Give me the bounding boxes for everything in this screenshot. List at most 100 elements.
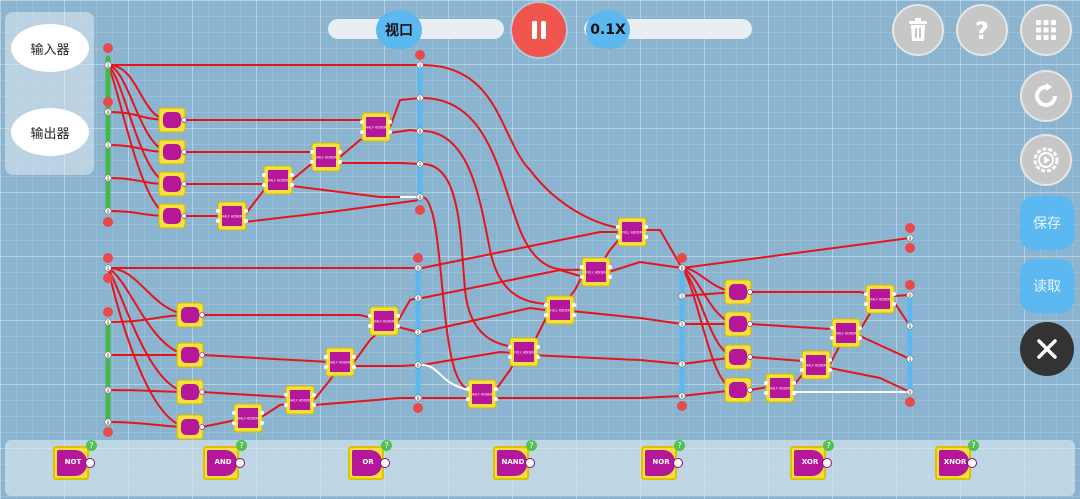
output-pin xyxy=(673,458,683,468)
help-button[interactable]: ? xyxy=(956,4,1008,56)
wire xyxy=(107,267,189,316)
or-gate-icon xyxy=(352,450,382,476)
output-pin xyxy=(312,393,316,397)
wire xyxy=(421,231,620,269)
gate-help-badge[interactable]: ? xyxy=(526,440,537,451)
adder-label: HALF ADDER xyxy=(472,393,493,397)
adder-label: HALF ADDER xyxy=(222,215,243,219)
settings-button[interactable] xyxy=(1020,134,1072,186)
pin-label: 1 xyxy=(681,294,684,300)
wire xyxy=(421,130,546,305)
grid-icon xyxy=(1036,20,1056,40)
output-pin xyxy=(199,424,205,430)
gate-help-badge[interactable]: ? xyxy=(968,440,979,451)
wire xyxy=(107,389,189,393)
io-pin xyxy=(414,264,422,272)
output-button[interactable]: 输出器 xyxy=(11,108,89,156)
input-pin xyxy=(232,421,236,425)
adder-label: HALF ADDER xyxy=(316,156,337,160)
pin-label: 1 xyxy=(107,63,110,69)
output-pin xyxy=(747,321,753,327)
adder-label: HALF ADDER xyxy=(870,298,891,302)
xor-gate-icon xyxy=(729,284,747,300)
delete-button[interactable] xyxy=(892,4,944,56)
io-pin xyxy=(104,351,112,359)
io-pin xyxy=(906,355,914,363)
io-pin xyxy=(414,294,422,302)
adder-core xyxy=(366,117,386,137)
output-pin xyxy=(199,352,205,358)
add-pin-icon xyxy=(103,97,113,107)
input-pin xyxy=(284,393,288,397)
output-pin xyxy=(244,209,248,213)
gate-label: NOT xyxy=(64,458,82,466)
add-pin-icon xyxy=(103,253,113,263)
gear-play-icon xyxy=(1033,147,1059,173)
load-button[interactable]: 读取 xyxy=(1020,259,1074,313)
gate-help-badge[interactable]: ? xyxy=(674,440,685,451)
palette-or-gate[interactable]: OR ? xyxy=(348,440,392,482)
io-pin xyxy=(104,108,112,116)
input-button[interactable]: 输入器 xyxy=(11,24,89,72)
output-pin xyxy=(644,235,648,239)
menu-button[interactable] xyxy=(1020,4,1072,56)
xor-gate-icon xyxy=(729,349,747,365)
output-pin xyxy=(494,397,498,401)
input-pin xyxy=(830,326,834,330)
wire xyxy=(421,163,516,348)
output-pin xyxy=(181,181,187,187)
palette-nand-gate[interactable]: NAND ? xyxy=(493,440,537,482)
adder-label: FULL ADDER xyxy=(586,271,607,275)
input-pin xyxy=(324,355,328,359)
io-pin xyxy=(414,328,422,336)
output-pin xyxy=(199,312,205,318)
wire xyxy=(202,314,385,322)
input-pin xyxy=(616,235,620,239)
gate-help-badge[interactable]: ? xyxy=(86,440,97,451)
palette-xnor-gate[interactable]: XNOR ? xyxy=(935,440,979,482)
view-slider-knob[interactable]: 视口 xyxy=(376,11,422,49)
io-pin xyxy=(906,322,914,330)
refresh-icon xyxy=(1035,83,1057,107)
io-pin xyxy=(906,234,914,242)
palette-and-gate[interactable]: AND ? xyxy=(203,440,247,482)
palette-nor-gate[interactable]: NOR ? xyxy=(641,440,685,482)
save-button[interactable]: 保存 xyxy=(1020,196,1074,250)
io-pin xyxy=(416,61,424,69)
io-pin xyxy=(678,292,686,300)
output-pin xyxy=(828,368,832,372)
close-button[interactable] xyxy=(1020,322,1074,376)
pin-label: 0 xyxy=(909,293,912,299)
output-pin xyxy=(828,358,832,362)
palette-not-gate[interactable]: NOT ? xyxy=(53,440,97,482)
input-pin xyxy=(800,358,804,362)
xor-gate-icon xyxy=(794,450,824,476)
io-pin xyxy=(678,320,686,328)
xor-gate-icon xyxy=(163,144,181,160)
output-pin xyxy=(352,355,356,359)
wire xyxy=(291,185,400,198)
input-pin xyxy=(580,275,584,279)
output-pin xyxy=(352,365,356,369)
pin-label: 0 xyxy=(417,363,420,369)
pin-label: 1 xyxy=(107,143,110,149)
input-pin xyxy=(310,150,314,154)
svg-text:?: ? xyxy=(975,17,989,43)
output-pin xyxy=(338,150,342,154)
io-pin xyxy=(678,264,686,272)
pin-label: 0 xyxy=(107,420,110,426)
gate-help-badge[interactable]: ? xyxy=(381,440,392,451)
io-pin xyxy=(414,361,422,369)
output-pin xyxy=(536,345,540,349)
output-pin xyxy=(792,381,796,385)
gate-help-badge[interactable]: ? xyxy=(823,440,834,451)
reset-button[interactable] xyxy=(1020,70,1072,122)
remove-pin-icon xyxy=(905,397,915,407)
palette-xor-gate[interactable]: XOR ? xyxy=(790,440,834,482)
pin-label: 1 xyxy=(107,176,110,182)
pause-button[interactable] xyxy=(512,3,566,57)
speed-slider-knob[interactable]: 0.1X xyxy=(586,11,630,49)
gate-help-badge[interactable]: ? xyxy=(236,440,247,451)
pin-label: 1 xyxy=(417,330,420,336)
